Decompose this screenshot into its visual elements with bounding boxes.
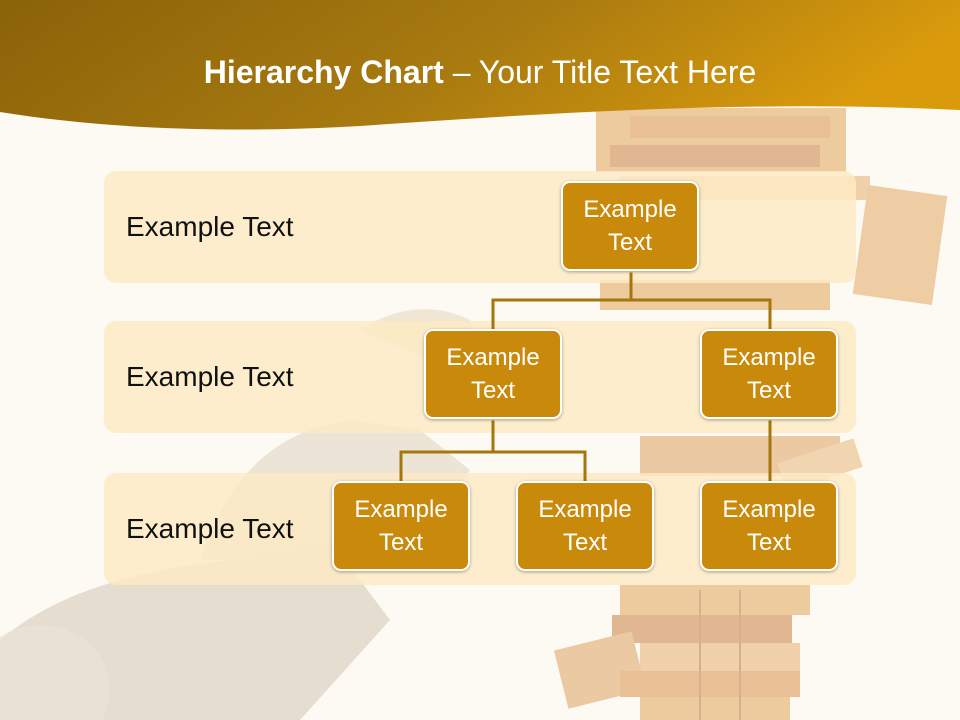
org-node-level3-left[interactable]: Example Text xyxy=(332,481,470,571)
level-label-3: Example Text xyxy=(126,513,294,544)
connector-left-to-level3 xyxy=(399,420,587,484)
org-node-label: Example Text xyxy=(354,496,448,556)
org-node-label: Example Text xyxy=(538,496,632,556)
level-label-1: Example Text xyxy=(126,211,294,242)
org-node-level2-left[interactable]: Example Text xyxy=(424,329,562,419)
header-banner xyxy=(0,0,960,130)
org-node-root[interactable]: Example Text xyxy=(561,181,699,271)
org-node-label: Example Text xyxy=(446,344,540,404)
title-rest: Your Title Text Here xyxy=(478,54,757,90)
title-dash: – xyxy=(443,54,479,90)
org-node-level3-middle[interactable]: Example Text xyxy=(516,481,654,571)
block-tower xyxy=(553,108,948,720)
level-band-1: Example Text xyxy=(104,171,856,283)
org-node-level2-right[interactable]: Example Text xyxy=(700,329,838,419)
level-label-2: Example Text xyxy=(126,361,294,392)
page-title: Hierarchy Chart – Your Title Text Here xyxy=(0,54,960,91)
connector-root-to-level2 xyxy=(491,272,772,332)
org-node-label: Example Text xyxy=(722,344,816,404)
org-node-level3-right[interactable]: Example Text xyxy=(700,481,838,571)
org-node-label: Example Text xyxy=(722,496,816,556)
title-bold: Hierarchy Chart xyxy=(203,54,444,90)
org-node-label: Example Text xyxy=(583,196,677,256)
